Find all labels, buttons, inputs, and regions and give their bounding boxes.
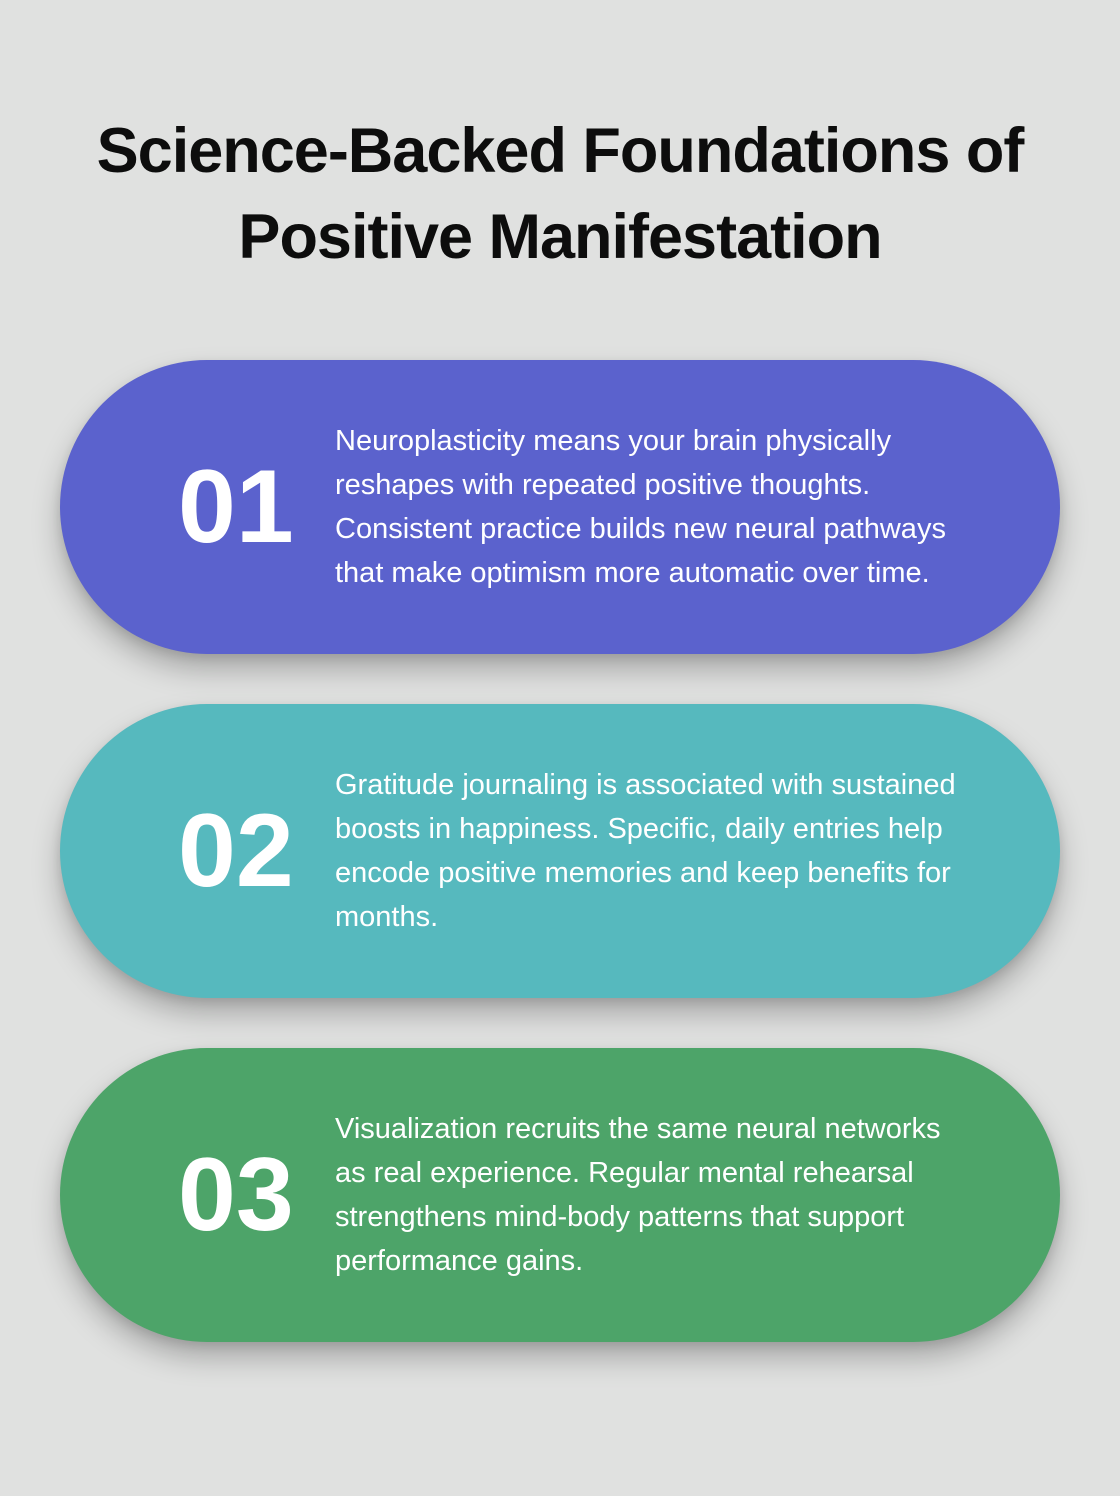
card-description: Gratitude journaling is associated with … — [335, 769, 956, 933]
card-gratitude-journaling: 02 Gratitude journaling is associated wi… — [60, 704, 1060, 998]
card-description: Neuroplasticity means your brain physica… — [335, 425, 946, 589]
card-number-badge: 01 — [178, 449, 294, 565]
page-title: Science-Backed Foundations of Positive M… — [96, 116, 1025, 272]
card-description: Visualization recruits the same neural n… — [335, 1113, 941, 1277]
card-number-badge: 03 — [178, 1137, 294, 1253]
card-visualization: 03 Visualization recruits the same neura… — [60, 1048, 1060, 1342]
card-list: 01 Neuroplasticity means your brain phys… — [60, 360, 1060, 1342]
card-number-badge: 02 — [178, 793, 294, 909]
card-neuroplasticity: 01 Neuroplasticity means your brain phys… — [60, 360, 1060, 654]
